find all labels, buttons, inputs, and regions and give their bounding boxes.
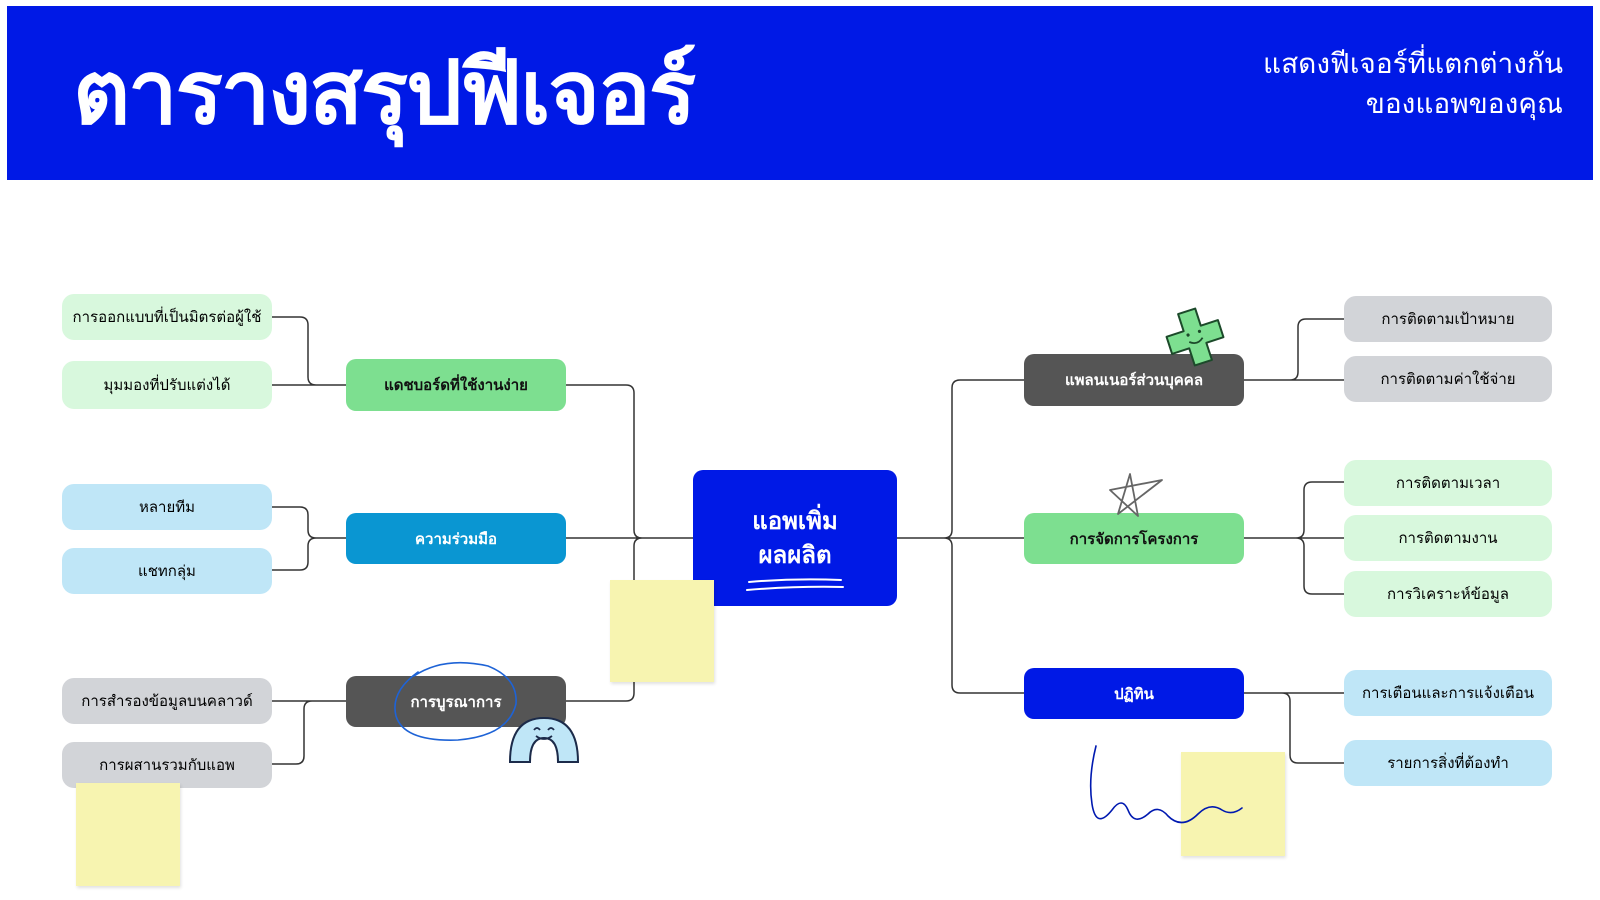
connector-left-to-center bbox=[566, 384, 693, 702]
leaf-user-friendly-design: การออกแบบที่เป็นมิตรต่อผู้ใช้ bbox=[62, 294, 272, 340]
branch-collaboration: ความร่วมมือ bbox=[346, 513, 566, 564]
branch-integration: การบูรณาการ bbox=[346, 676, 566, 727]
connector-center-to-right bbox=[897, 379, 1024, 694]
header-banner: ตารางสรุปฟีเจอร์ แสดงฟีเจอร์ที่แตกต่างกั… bbox=[7, 6, 1593, 180]
connector-planner-children bbox=[1244, 318, 1344, 381]
sticky-note-bottom-right bbox=[1181, 752, 1285, 856]
leaf-goal-tracking: การติดตามเป้าหมาย bbox=[1344, 296, 1552, 342]
branch-calendar: ปฏิทิน bbox=[1024, 668, 1244, 719]
leaf-app-integration: การผสานรวมกับแอพ bbox=[62, 742, 272, 788]
leaf-customizable-view: มุมมองที่ปรับแต่งได้ bbox=[62, 361, 272, 409]
page-title: ตารางสรุปฟีเจอร์ bbox=[73, 41, 696, 144]
page-subtitle: แสดงฟีเจอร์ที่แตกต่างกัน ของแอพของคุณ bbox=[1263, 44, 1563, 124]
branch-dashboard: แดชบอร์ดที่ใช้งานง่าย bbox=[346, 359, 566, 411]
leaf-time-tracking: การติดตามเวลา bbox=[1344, 460, 1552, 506]
sticky-note-bottom-left bbox=[76, 783, 180, 886]
branch-personal-planner: แพลนเนอร์ส่วนบุคคล bbox=[1024, 354, 1244, 406]
signature-scribble-icon bbox=[1089, 745, 1243, 824]
leaf-expense-tracking: การติดตามค่าใช้จ่าย bbox=[1344, 356, 1552, 402]
rainbow-smile-icon bbox=[508, 716, 580, 763]
star-scribble-icon bbox=[1109, 473, 1163, 517]
center-line-2: ผลผลิต bbox=[758, 541, 832, 569]
leaf-reminders-notifications: การเตือนและการแจ้งเตือน bbox=[1344, 670, 1552, 716]
connector-integration-children bbox=[272, 700, 346, 765]
center-line-1: แอพเพิ่ม bbox=[752, 507, 838, 535]
leaf-data-analysis: การวิเคราะห์ข้อมูล bbox=[1344, 571, 1552, 617]
leaf-group-chat: แชทกลุ่ม bbox=[62, 548, 272, 594]
underline-scribble bbox=[746, 578, 844, 591]
subtitle-line-2: ของแอพของคุณ bbox=[1365, 87, 1563, 120]
circle-scribble-icon bbox=[394, 661, 517, 741]
leaf-task-tracking: การติดตามงาน bbox=[1344, 515, 1552, 561]
center-node: แอพเพิ่ม ผลผลิต bbox=[693, 470, 897, 606]
sticky-note-center bbox=[610, 580, 714, 682]
leaf-todo-list: รายการสิ่งที่ต้องทำ bbox=[1344, 740, 1552, 786]
cross-smile-icon bbox=[1165, 307, 1225, 367]
leaf-multiple-teams: หลายทีม bbox=[62, 484, 272, 530]
connector-dashboard-children bbox=[272, 316, 346, 386]
connector-collab-children bbox=[272, 506, 346, 571]
branch-project-management: การจัดการโครงการ bbox=[1024, 513, 1244, 564]
connector-project-children bbox=[1244, 481, 1344, 595]
connector-calendar-children bbox=[1244, 692, 1344, 764]
leaf-cloud-backup: การสำรองข้อมูลบนคลาวด์ bbox=[62, 678, 272, 724]
subtitle-line-1: แสดงฟีเจอร์ที่แตกต่างกัน bbox=[1263, 47, 1563, 80]
